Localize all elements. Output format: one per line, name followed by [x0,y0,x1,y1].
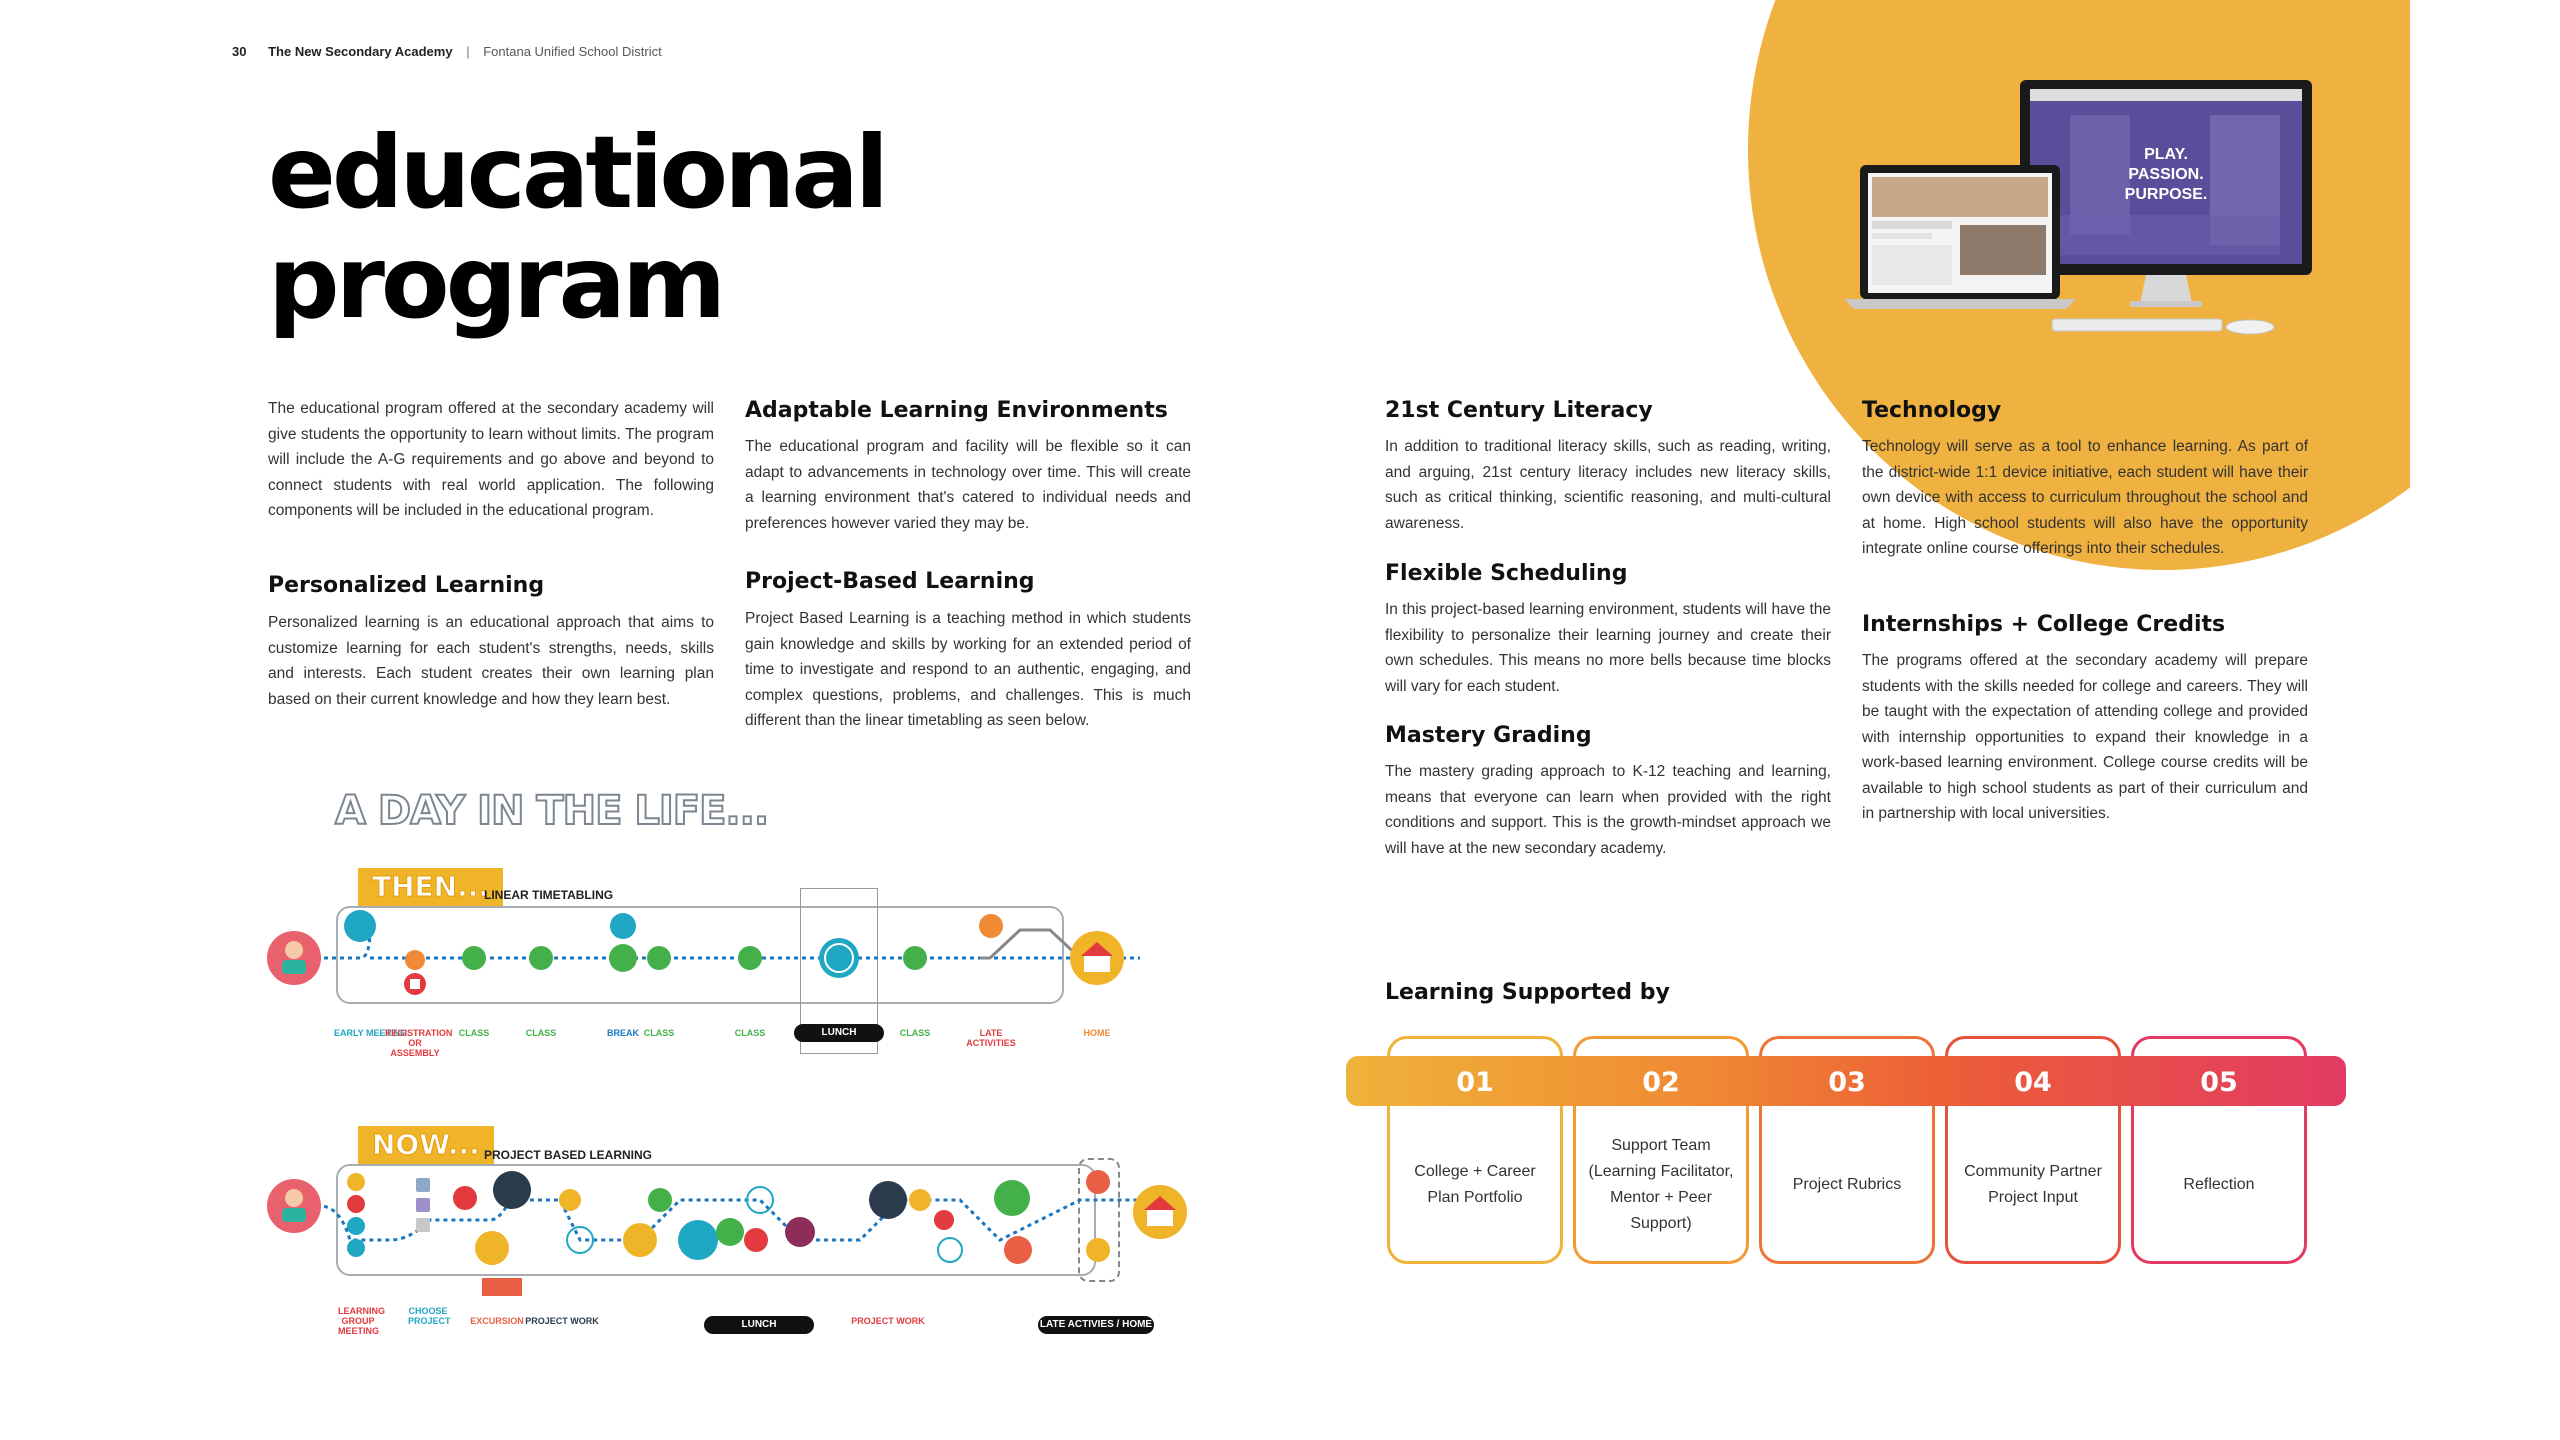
now-label-project-work-2: PROJECT WORK [851,1316,925,1326]
learning-card-text-3: Project Rubrics [1792,1176,1902,1193]
technology-heading: Technology [1862,398,2002,423]
intro-paragraph: The educational program offered at the s… [268,400,714,519]
now-label-late-activies-home: LATE ACTIVIES / HOME [1038,1316,1154,1334]
then-label-lunch: LUNCH [794,1024,884,1042]
monitor-text-2: PASSION. [2128,166,2203,183]
now-timeline-graphic [267,1170,1187,1296]
break-icon [610,913,636,939]
header-separator: | [466,44,470,59]
then-label-class-4: CLASS [734,1028,766,1038]
then-label-class-2: CLASS [525,1028,557,1038]
now-label-project-work-1: PROJECT WORK [525,1316,599,1326]
then-label-early-meeting: EARLY MEETING [334,1028,408,1038]
learning-card-number-3: 03 [1828,1067,1866,1098]
learning-supported-title: Learning Supported by [1385,980,1670,1005]
learning-card-number-2: 02 [1642,1067,1680,1098]
flexible-body: In this project-based learning environme… [1385,601,1831,695]
learning-card-number-5: 05 [2200,1067,2238,1098]
then-label-class-1: CLASS [458,1028,490,1038]
internships-body: The programs offered at the secondary ac… [1862,652,2308,822]
then-timeline-graphic [267,910,1140,995]
technology-body: Technology will serve as a tool to enhan… [1862,438,2308,557]
page-header: 30 The New Secondary Academy | Fontana U… [232,44,662,59]
class-icon-2 [529,946,553,970]
learning-card-text-5: Reflection [2183,1176,2255,1193]
personalized-heading: Personalized Learning [268,573,545,598]
learning-card-text-2: Support Team (Learning Facilitator, Ment… [1588,1137,1734,1232]
internships-heading: Internships + College Credits [1862,612,2226,637]
mastery-heading: Mastery Grading [1385,723,1592,748]
adaptable-body: The educational program and facility wil… [745,438,1191,532]
page-edge [2410,0,2560,1440]
project-based-body: Project Based Learning is a teaching met… [745,610,1191,729]
mouse [2225,319,2275,335]
now-label-learning-group: LEARNING GROUP MEETING [338,1306,385,1336]
excursion-icon [475,1231,509,1265]
literacy-body: In addition to traditional literacy skil… [1385,438,1831,532]
adaptable-heading: Adaptable Learning Environments [745,398,1168,423]
class-icon-1 [462,946,486,970]
meeting-icon [344,910,376,942]
class-icon-3 [647,946,671,970]
flexible-heading: Flexible Scheduling [1385,561,1628,586]
now-label-excursion: EXCURSION [470,1316,524,1326]
class-icon-5 [903,946,927,970]
then-tag: THEN... [358,868,504,906]
learning-gradient-bar [1346,1056,2346,1106]
page-title: educational program [268,114,889,341]
then-label-class-5: CLASS [899,1028,931,1038]
laptop-base [1844,299,2076,309]
now-label-choose-project: CHOOSE PROJECT [408,1306,451,1326]
now-subtitle: PROJECT BASED LEARNING [484,1148,653,1162]
then-label-class-3: CLASS [643,1028,675,1038]
late-home-bracket [1078,1158,1120,1282]
devices-illustration: PLAY. PASSION. PURPOSE. [1844,80,2312,335]
literacy-heading: 21st Century Literacy [1385,398,1653,423]
registration-icon [405,950,425,970]
then-label-registration: REGISTRATION OR ASSEMBLY [385,1028,453,1058]
learning-card-number-1: 01 [1456,1067,1494,1098]
lunch-highlight [800,888,878,1054]
learning-card-text-4: Community Partner Project Input [1964,1163,2102,1206]
now-label-lunch: LUNCH [704,1316,814,1334]
project-based-heading: Project-Based Learning [745,569,1035,594]
day-in-life-title: A DAY IN THE LIFE... [334,787,770,835]
lunch-break-icon [678,1220,718,1260]
monitor-text-3: PURPOSE. [2125,186,2208,203]
keyboard [2051,318,2223,332]
then-timeline-box [336,906,1064,1004]
then-subtitle: LINEAR TIMETABLING [484,888,614,902]
late-activities-icon [979,914,1003,938]
title-line-2: program [268,224,726,341]
class-icon-4 [738,946,762,970]
then-label-break: BREAK [606,1028,640,1038]
publication-title: The New Secondary Academy [268,44,453,59]
then-label-home: HOME [1083,1028,1111,1038]
then-label-late-activities: LATE ACTIVITIES [966,1028,1016,1048]
mastery-body: The mastery grading approach to K-12 tea… [1385,763,1831,857]
monitor-text-1: PLAY. [2144,146,2188,163]
district-name: Fontana Unified School District [483,44,662,59]
title-line-1: educational [268,114,889,231]
personalized-body: Personalized learning is an educational … [268,614,714,708]
now-tag: NOW... [358,1126,494,1164]
page-number: 30 [232,44,247,59]
learning-card-number-4: 04 [2014,1067,2052,1098]
learning-card-text-1: College + Career Plan Portfolio [1414,1163,1536,1206]
